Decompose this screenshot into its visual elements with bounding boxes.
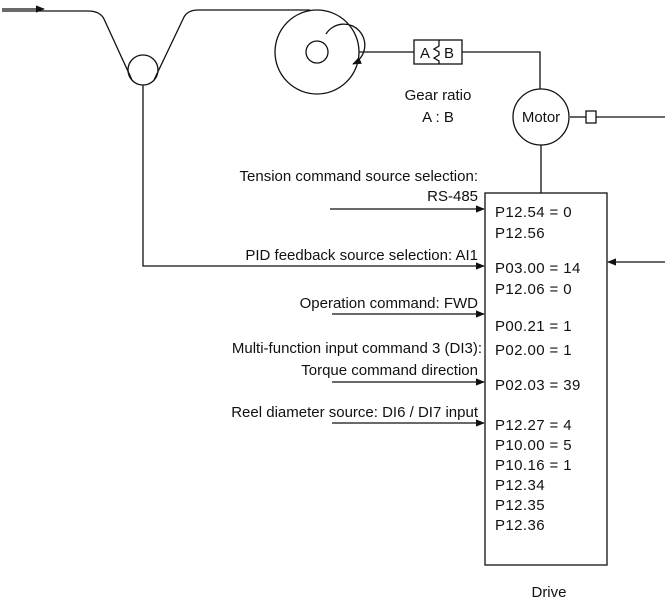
gear-motor-link <box>462 51 541 89</box>
param-p10-00: P10.00 = 5 <box>495 437 572 454</box>
param-p12-06: P12.06 = 0 <box>495 281 572 298</box>
param-p12-34: P12.34 <box>495 477 545 494</box>
motor-label: Motor <box>522 109 560 126</box>
param-p12-27: P12.27 = 4 <box>495 417 572 434</box>
gear-a-label: A <box>420 45 430 62</box>
drive-box <box>484 192 608 566</box>
tension-source-label: Tension command source selection: <box>240 168 478 185</box>
param-p03-00: P03.00 = 14 <box>495 260 581 277</box>
reel-diameter-label: Reel diameter source: DI6 / DI7 input <box>231 404 479 421</box>
tension-source-value: RS-485 <box>427 188 478 205</box>
gear-divider <box>432 40 440 64</box>
torque-direction-label: Torque command direction <box>301 362 478 379</box>
param-p12-54: P12.54 = 0 <box>495 204 572 221</box>
winder-reel-outer <box>274 9 360 95</box>
di3-command-label: Multi-function input command 3 (DI3): <box>232 340 482 357</box>
feedback-line <box>142 85 485 270</box>
param-p12-36: P12.36 <box>495 517 545 534</box>
param-p12-35: P12.35 <box>495 497 545 514</box>
operation-command-label: Operation command: FWD <box>300 295 479 312</box>
winder-reel-core <box>305 40 329 64</box>
gear-ratio-title: Gear ratio <box>405 87 472 104</box>
param-p02-03: P02.03 = 39 <box>495 377 581 394</box>
winder-rotation-arrow <box>325 23 366 65</box>
encoder-icon <box>585 110 597 124</box>
param-p10-16: P10.16 = 1 <box>495 457 572 474</box>
dancer-roller <box>127 54 159 86</box>
gear-b-label: B <box>444 45 454 62</box>
param-p00-21: P00.21 = 1 <box>495 318 572 335</box>
drive-label: Drive <box>531 584 566 601</box>
pid-feedback-label: PID feedback source selection: AI1 <box>245 247 478 264</box>
material-web-path <box>2 9 310 81</box>
param-p02-00: P02.00 = 1 <box>495 342 572 359</box>
gear-ratio-value: A : B <box>422 109 454 126</box>
param-p12-56: P12.56 <box>495 225 545 242</box>
